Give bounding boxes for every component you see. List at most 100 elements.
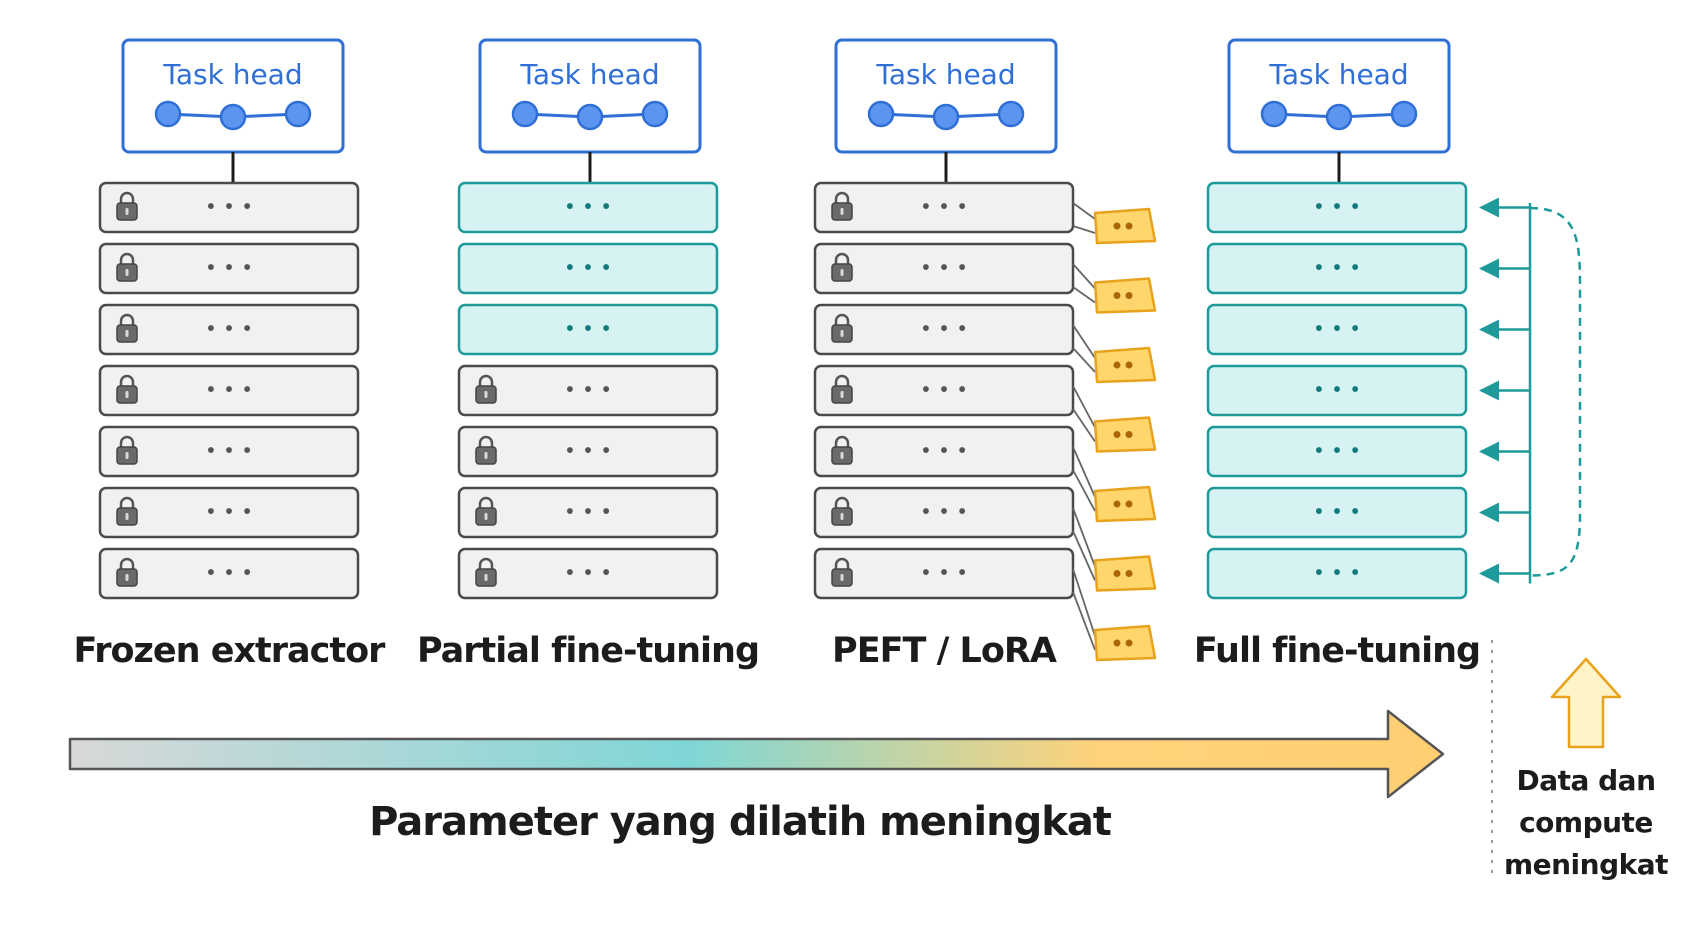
lora-adapter: [1093, 485, 1157, 523]
side-note-line-3: meningkat: [1504, 848, 1668, 881]
frozen-layer: • • •: [98, 181, 360, 234]
task-head-box: [834, 38, 1058, 154]
task-head-title: Task head: [519, 58, 659, 91]
layer-dots: • • •: [564, 256, 612, 280]
lora-adapter: [1093, 624, 1157, 662]
lora-adapter: [1093, 346, 1157, 384]
layer-dots: • • •: [205, 317, 253, 341]
head-node: [1260, 100, 1288, 128]
head-node: [284, 100, 312, 128]
layer-dots: • • •: [564, 378, 612, 402]
head-node: [1390, 100, 1418, 128]
layer-dots: • • •: [920, 439, 968, 463]
layer-dots: • • •: [205, 439, 253, 463]
frozen-layer: • • •: [98, 425, 360, 478]
head-node: [219, 103, 247, 131]
lora-adapter: [1093, 555, 1157, 592]
layer-dots: • • •: [205, 378, 253, 402]
frozen-layer: • • •: [457, 547, 719, 600]
layer-dots: • • •: [920, 561, 968, 585]
column-label: Frozen extractor: [74, 631, 387, 671]
lock-icon: [116, 374, 138, 404]
layer-dots: • • •: [1313, 195, 1361, 219]
frozen-layer: • • •: [813, 547, 1157, 662]
up-arrow-icon: [1550, 657, 1622, 749]
lock-icon: [831, 191, 853, 221]
trainable-layer: • • •: [1206, 242, 1530, 295]
trainable-layer: • • •: [457, 181, 719, 234]
trainable-layer: • • •: [1206, 486, 1530, 539]
trainable-layer: • • •: [1206, 425, 1530, 478]
lock-icon: [116, 252, 138, 282]
axis-label: Parameter yang dilatih meningkat: [369, 799, 1112, 845]
frozen-layer: • • •: [98, 364, 360, 417]
frozen-layer: • • •: [813, 364, 1157, 453]
head-node: [932, 103, 960, 131]
layer-dots: • • •: [920, 195, 968, 219]
lock-icon: [475, 435, 497, 465]
trainable-layer: • • •: [1206, 547, 1530, 600]
frozen-layer: • • •: [813, 425, 1157, 523]
column-3: Task head• • •• • •• • •• • •• • •• • ••…: [813, 38, 1157, 671]
head-node: [997, 100, 1025, 128]
layer-dots: • • •: [564, 500, 612, 524]
head-node: [576, 103, 604, 131]
lock-icon: [116, 435, 138, 465]
head-node: [867, 100, 895, 128]
task-head-title: Task head: [162, 58, 302, 91]
frozen-layer: • • •: [457, 486, 719, 539]
lock-icon: [831, 496, 853, 526]
layer-dots: • • •: [920, 500, 968, 524]
layer-dots: • • •: [1313, 317, 1361, 341]
side-note-line-1: Data dan: [1516, 764, 1655, 797]
frozen-layer: • • •: [813, 242, 1157, 314]
task-head-box: [478, 38, 702, 154]
layer-dots: • • •: [205, 561, 253, 585]
lora-adapter: [1093, 207, 1157, 245]
lock-icon: [475, 496, 497, 526]
frozen-layer: • • •: [98, 242, 360, 295]
trainable-layer: • • •: [1206, 303, 1530, 356]
side-note-line-2: compute: [1519, 806, 1653, 839]
lock-icon: [116, 313, 138, 343]
columns: Task head• • •• • •• • •• • •• • •• • ••…: [74, 38, 1582, 671]
lock-icon: [831, 374, 853, 404]
lock-icon: [831, 313, 853, 343]
layer-dots: • • •: [1313, 439, 1361, 463]
lock-icon: [831, 435, 853, 465]
column-4: Task head • • • • • • • • • • • • • • • • • • •…: [1194, 38, 1582, 671]
task-head-title: Task head: [875, 58, 1015, 91]
head-node: [1325, 103, 1353, 131]
frozen-layer: • • •: [98, 547, 360, 600]
backprop-loop: [1529, 206, 1582, 577]
trainable-layer: • • •: [457, 242, 719, 295]
lock-icon: [475, 374, 497, 404]
layer-dots: • • •: [920, 256, 968, 280]
layer-dots: • • •: [205, 500, 253, 524]
task-head-box: [1227, 38, 1451, 154]
parameter-gradient-arrow: [68, 709, 1445, 799]
frozen-layer: • • •: [457, 425, 719, 478]
task-head-title: Task head: [1268, 58, 1408, 91]
frozen-layer: • • •: [98, 303, 360, 356]
trainable-layer: • • •: [1206, 364, 1530, 417]
layer-dots: • • •: [564, 561, 612, 585]
layer-dots: • • •: [205, 256, 253, 280]
head-node: [641, 100, 669, 128]
layer-dots: • • •: [205, 195, 253, 219]
lora-adapter: [1093, 416, 1157, 453]
task-head-box: [121, 38, 345, 154]
layer-dots: • • •: [920, 317, 968, 341]
lora-adapter: [1093, 277, 1157, 314]
column-label: Full fine-tuning: [1194, 631, 1480, 671]
lock-icon: [116, 191, 138, 221]
trainable-layer: • • •: [457, 303, 719, 356]
head-node: [154, 100, 182, 128]
trainable-layer: • • •: [1206, 181, 1530, 234]
column-2: Task head • • • • • • • • • • • • • • • • • • •…: [417, 38, 760, 671]
layer-dots: • • •: [564, 317, 612, 341]
lock-icon: [831, 252, 853, 282]
head-node: [511, 100, 539, 128]
lock-icon: [116, 496, 138, 526]
